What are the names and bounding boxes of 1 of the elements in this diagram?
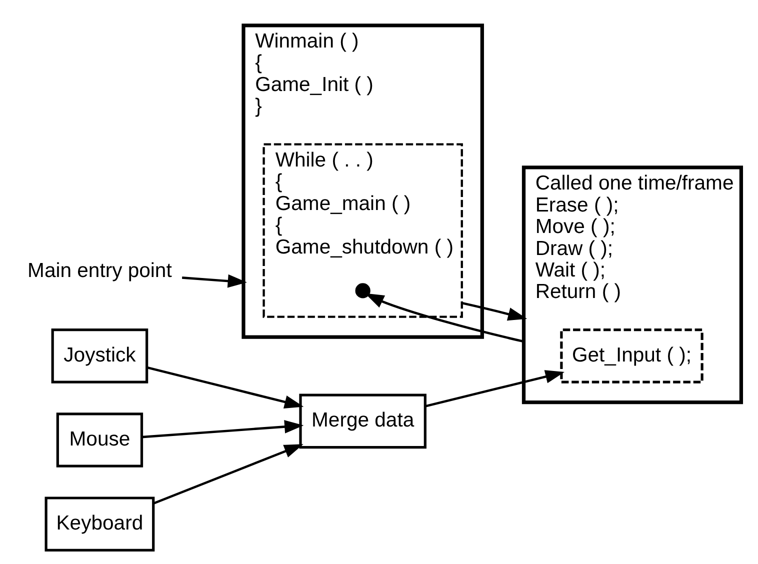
node-text: Main entry point — [27, 260, 172, 282]
